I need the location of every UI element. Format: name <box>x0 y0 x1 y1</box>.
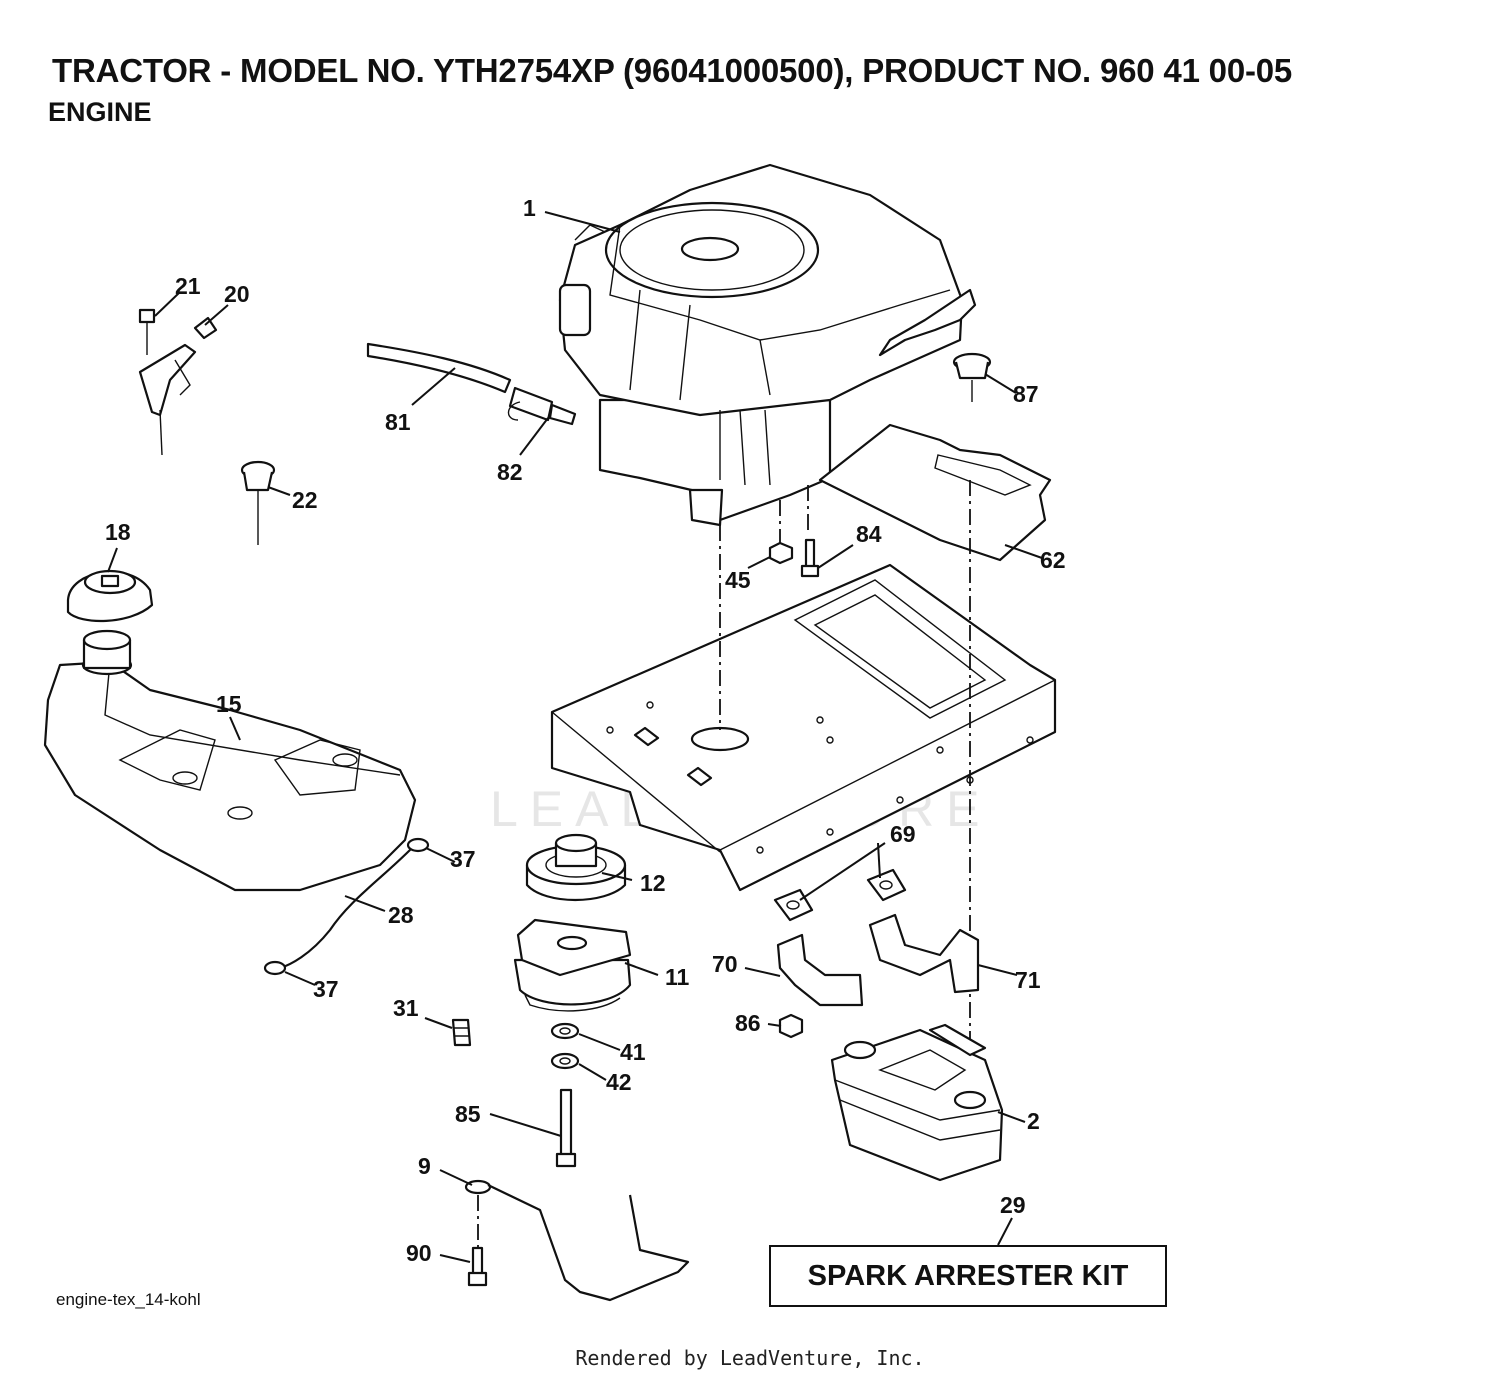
nut-part-45[interactable] <box>768 541 794 565</box>
callout-41: 41 <box>620 1039 646 1065</box>
callout-28: 28 <box>388 902 414 928</box>
callout-leaders <box>107 211 1043 1263</box>
callout-87: 87 <box>1013 381 1039 407</box>
callout-1: 1 <box>523 195 536 221</box>
diagram-subtitle: ENGINE <box>48 97 152 127</box>
callout-62: 62 <box>1040 547 1066 573</box>
callout-45: 45 <box>725 567 751 593</box>
fuel-tank-part-15[interactable] <box>43 629 417 892</box>
throttle-bracket-part-20[interactable] <box>138 316 218 456</box>
bolt-part-90[interactable] <box>467 1195 488 1287</box>
exhaust-pipe-part-70[interactable] <box>776 933 864 1007</box>
callout-85: 85 <box>455 1101 481 1127</box>
fuel-line-part-81[interactable] <box>366 342 512 394</box>
callout-2: 2 <box>1027 1108 1040 1134</box>
washer-part-41[interactable] <box>550 1022 580 1040</box>
knob-part-87[interactable] <box>952 352 992 402</box>
nut-part-86[interactable] <box>778 1013 804 1039</box>
hose-clamp-part-37-lower[interactable] <box>263 960 287 976</box>
callout-37-upper: 37 <box>450 846 476 872</box>
engine-part-1[interactable] <box>558 163 977 527</box>
tractor-frame <box>550 563 1057 892</box>
fuel-hose-part-28[interactable] <box>279 847 413 970</box>
hose-clamp-part-37-upper[interactable] <box>406 837 430 853</box>
nut-part-31[interactable] <box>451 1018 472 1047</box>
rod-part-9[interactable] <box>464 1179 690 1302</box>
gasket-part-69-right[interactable] <box>866 868 907 902</box>
callout-12: 12 <box>640 870 666 896</box>
washer-part-42[interactable] <box>550 1052 580 1070</box>
callout-71: 71 <box>1015 967 1041 993</box>
callout-22: 22 <box>292 487 318 513</box>
callout-84: 84 <box>856 521 882 547</box>
fuel-filter-part-82[interactable] <box>507 386 577 426</box>
spark-arrester-kit-box[interactable]: SPARK ARRESTER KIT <box>769 1245 1167 1307</box>
exhaust-pipe-part-71[interactable] <box>868 913 980 994</box>
bolt-part-21[interactable] <box>138 308 156 355</box>
callout-20: 20 <box>224 281 250 307</box>
fuel-cap-part-18[interactable] <box>66 569 154 623</box>
drain-plug-part-22[interactable] <box>240 460 276 545</box>
callout-69: 69 <box>890 821 916 847</box>
callout-31: 31 <box>393 995 419 1021</box>
callout-90: 90 <box>406 1240 432 1266</box>
pulley-part-12[interactable] <box>525 833 627 901</box>
callout-18: 18 <box>105 519 131 545</box>
diagram-title: TRACTOR - MODEL NO. YTH2754XP (960410005… <box>52 52 1293 89</box>
callout-82: 82 <box>497 459 523 485</box>
callout-29: 29 <box>1000 1192 1026 1218</box>
mounting-plate-part-62[interactable] <box>818 423 1052 562</box>
callout-15: 15 <box>216 691 242 717</box>
callout-42: 42 <box>606 1069 632 1095</box>
callout-70: 70 <box>712 951 738 977</box>
callout-86: 86 <box>735 1010 761 1036</box>
clutch-part-11[interactable] <box>513 918 632 1012</box>
muffler-part-2[interactable] <box>830 1023 1004 1182</box>
bolt-part-84[interactable] <box>800 538 820 578</box>
callout-9: 9 <box>418 1153 431 1179</box>
callout-21: 21 <box>175 273 201 299</box>
file-reference: engine-tex_14-kohl <box>56 1290 201 1309</box>
footer-credit: Rendered by LeadVenture, Inc. <box>575 1346 925 1370</box>
bolt-part-85[interactable] <box>555 1088 577 1168</box>
callout-11: 11 <box>665 964 690 990</box>
callout-81: 81 <box>385 409 411 435</box>
callout-37-lower: 37 <box>313 976 339 1002</box>
